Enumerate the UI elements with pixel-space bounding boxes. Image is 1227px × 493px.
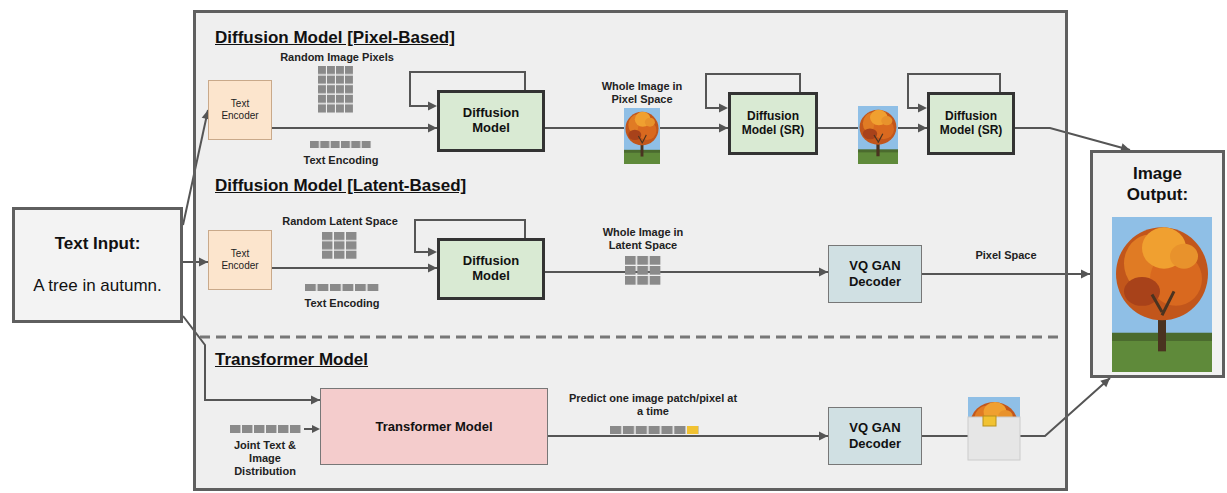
predicted-token — [687, 426, 698, 434]
sr-box: Diffusion Model (SR) — [728, 92, 818, 155]
section-heading: Diffusion Model [Latent-Based] — [215, 176, 466, 196]
predicted-patch — [983, 416, 996, 426]
node-title: Transformer Model — [375, 419, 492, 434]
node-title: Text Input: — [55, 234, 141, 254]
node-body: A tree in autumn. — [33, 276, 162, 296]
loop-head — [428, 102, 927, 257]
tree-thumbnail — [624, 108, 660, 164]
annotation-label: Random Latent Space — [275, 215, 405, 228]
sr-box: Diffusion Model (SR) — [927, 92, 1015, 155]
annotation-label: Whole Image in Pixel Space — [595, 80, 690, 106]
encoder-box: Text Encoder — [208, 230, 272, 290]
flow-arrow — [1015, 128, 1130, 152]
node-title: Diffusion Model — [454, 106, 528, 136]
decoder-box: VQ GAN Decoder — [828, 245, 922, 303]
output-image — [1112, 217, 1212, 372]
input-box: Text Input: A tree in autumn. — [12, 207, 183, 323]
flow-arrow — [545, 268, 828, 277]
latent-grid — [322, 232, 358, 260]
partial-image — [968, 397, 1020, 472]
token-bar — [610, 426, 700, 434]
section-heading: Transformer Model — [215, 350, 368, 370]
annotation-label: Text Encoding — [287, 297, 397, 310]
flow-arrow — [272, 264, 437, 273]
annotation-label: Random Image Pixels — [272, 51, 402, 64]
token-bar — [310, 141, 372, 148]
feed-head — [312, 425, 320, 433]
node-title: VQ GAN Decoder — [839, 258, 911, 289]
annotation-label: Predict one image patch/pixel at a time — [566, 392, 741, 418]
loop-arrow — [410, 72, 1000, 252]
panel-fill — [196, 13, 1065, 488]
annotation-label: Joint Text & Image Distribution — [226, 439, 304, 478]
node-title: Diffusion Model (SR) — [938, 110, 1004, 138]
annotation-label: Whole Image in Latent Space — [593, 226, 693, 252]
output-fill — [1093, 153, 1222, 375]
feed-arrow — [304, 428, 312, 430]
annotation-label: Text Encoding — [286, 154, 396, 167]
flow-arrow — [183, 110, 210, 225]
noise-grid — [318, 66, 354, 114]
node-title: Text Encoder — [219, 98, 261, 122]
node-title: Diffusion Model — [454, 254, 528, 284]
diffusion-box: Diffusion Model — [437, 90, 545, 152]
decoder-box: VQ GAN Decoder — [828, 407, 922, 465]
edge-label: Pixel Space — [973, 249, 1038, 262]
section-heading: Diffusion Model [Pixel-Based] — [215, 28, 455, 48]
tree-thumbnail — [858, 106, 898, 164]
token-ground — [610, 426, 700, 434]
token-bar — [305, 284, 380, 291]
output-box: Image Output: — [1090, 150, 1225, 378]
node-title: VQ GAN Decoder — [839, 420, 911, 451]
encoder-box: Text Encoder — [208, 80, 272, 140]
diffusion-box: Diffusion Model — [437, 238, 545, 300]
token-bar — [230, 425, 302, 433]
section-divider — [200, 336, 1062, 339]
flow-arrow — [272, 124, 437, 133]
latent-grid — [625, 256, 662, 286]
node-title: Diffusion Model (SR) — [739, 110, 807, 138]
flow-arrow — [922, 270, 1090, 279]
blank-area — [968, 417, 1020, 460]
node-title: Text Encoder — [219, 248, 261, 272]
transformer-box: Transformer Model — [320, 388, 548, 465]
node-title: Image Output: — [1108, 163, 1208, 206]
